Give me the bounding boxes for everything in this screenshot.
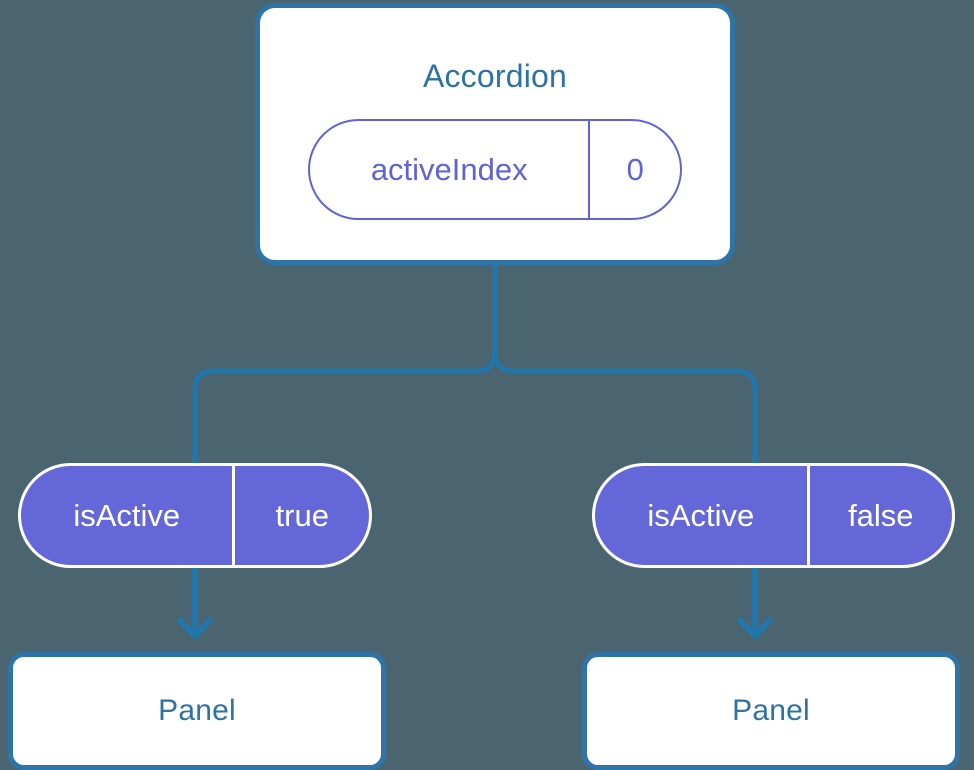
prop-value-label: false — [806, 466, 952, 565]
arrow-head-left-icon — [177, 617, 213, 639]
panel-node-right[interactable]: Panel — [582, 652, 960, 770]
prop-key-label: isActive — [73, 498, 181, 533]
connector-branch-left — [192, 351, 498, 463]
prop-value-label: true — [232, 466, 369, 565]
prop-key-label: activeIndex — [370, 152, 528, 187]
panel-title: Panel — [158, 694, 236, 727]
prop-key-label: isActive — [647, 498, 755, 533]
accordion-title: Accordion — [422, 58, 568, 94]
prop-value-label: 0 — [588, 121, 680, 218]
arrow-head-right-icon — [737, 617, 773, 639]
panel-title: Panel — [732, 694, 810, 727]
accordion-prop-active-index[interactable]: activeIndex 0 — [308, 119, 682, 220]
connector-branch-right — [492, 351, 758, 463]
panel-node-left[interactable]: Panel — [8, 652, 386, 770]
panel-prop-is-active-right[interactable]: isActive false — [592, 463, 955, 568]
panel-prop-is-active-left[interactable]: isActive true — [18, 463, 372, 568]
